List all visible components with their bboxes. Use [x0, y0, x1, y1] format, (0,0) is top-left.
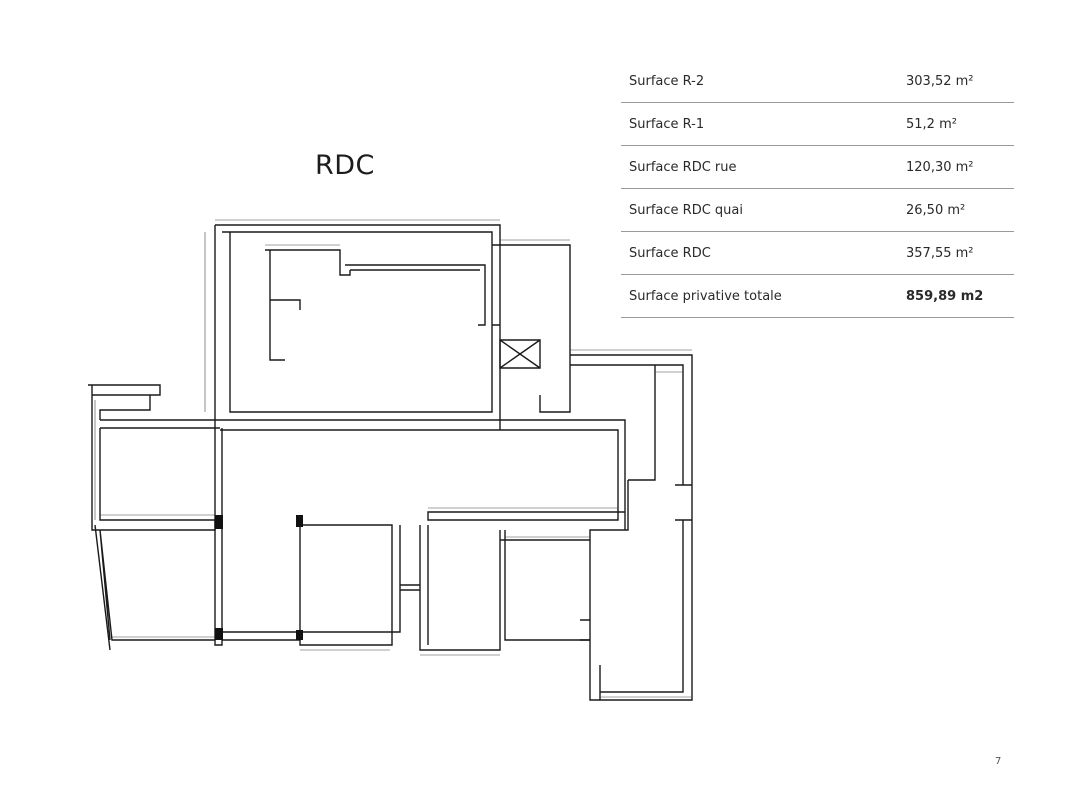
- wall-left-wing: [88, 385, 215, 640]
- shaft-box: [500, 340, 540, 368]
- wall-left-inner: [95, 420, 222, 650]
- surface-value-total: 859,89 m2: [906, 274, 1014, 318]
- table-row: Surface RDC 357,55 m²: [621, 231, 1014, 275]
- column-block: [296, 630, 303, 640]
- surface-label: Surface RDC rue: [621, 145, 906, 189]
- surface-label: Surface RDC quai: [621, 188, 906, 232]
- table-row: Surface RDC quai 26,50 m²: [621, 188, 1014, 232]
- wall-right-rooms: [420, 525, 590, 650]
- wall-right-wing: [570, 355, 692, 700]
- table-row-total: Surface privative totale 859,89 m2: [621, 274, 1014, 318]
- shaft-cross: [500, 340, 540, 368]
- column-block: [296, 515, 303, 527]
- surface-value: 120,30 m²: [906, 145, 1014, 189]
- surface-table: Surface R-2 303,52 m² Surface R-1 51,2 m…: [621, 60, 1014, 318]
- surface-label: Surface R-1: [621, 102, 906, 146]
- page-number: 7: [995, 756, 1002, 767]
- wall-misc: [400, 585, 590, 640]
- surface-label: Surface privative totale: [621, 274, 906, 318]
- surface-label: Surface R-2: [621, 60, 906, 103]
- wall-upper-room: [215, 225, 500, 430]
- wall-partition: [265, 250, 485, 360]
- surface-value: 51,2 m²: [906, 102, 1014, 146]
- table-row: Surface R-1 51,2 m²: [621, 102, 1014, 146]
- wall-shaft: [492, 245, 570, 412]
- surface-value: 26,50 m²: [906, 188, 1014, 232]
- page-title: RDC: [315, 150, 375, 181]
- column-block: [215, 515, 223, 529]
- table-row: Surface RDC rue 120,30 m²: [621, 145, 1014, 189]
- wall-right-lower: [590, 480, 683, 700]
- surface-value: 303,52 m²: [906, 60, 1014, 103]
- column-block: [215, 628, 223, 640]
- dimension-lines: [95, 220, 692, 697]
- surface-label: Surface RDC: [621, 231, 906, 275]
- wall-central-room: [222, 520, 400, 645]
- surface-value: 357,55 m²: [906, 231, 1014, 275]
- table-row: Surface R-2 303,52 m²: [621, 60, 1014, 103]
- wall-corridor: [100, 420, 625, 530]
